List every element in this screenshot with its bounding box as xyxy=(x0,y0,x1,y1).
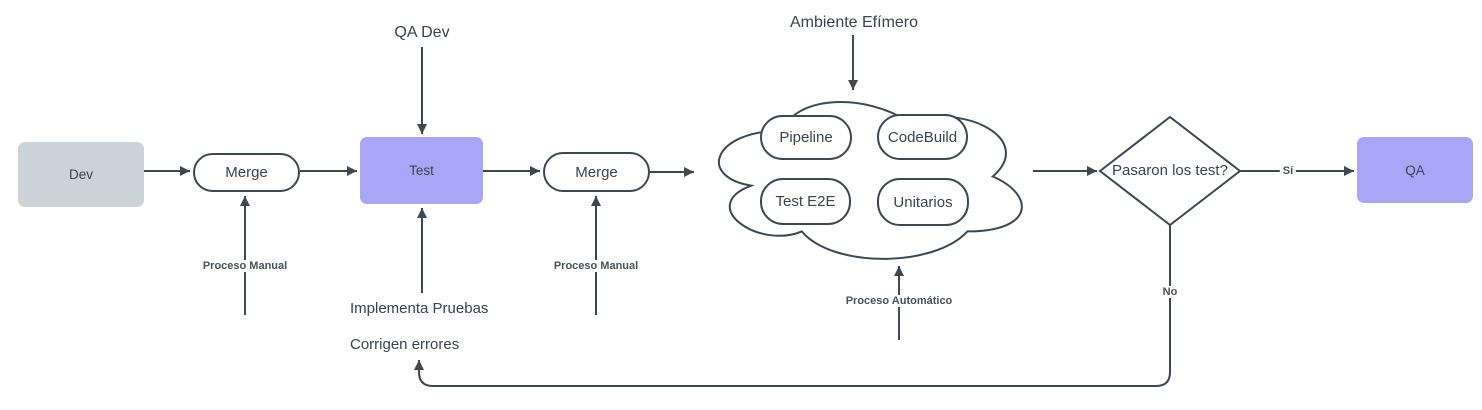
node-qa-label: QA xyxy=(1405,162,1425,178)
node-dev: Dev xyxy=(18,142,144,207)
annotation-ambiente-efimero: Ambiente Efímero xyxy=(789,14,919,31)
node-qa: QA xyxy=(1357,137,1473,203)
node-dev-label: Dev xyxy=(68,167,93,182)
edge-label-no: No xyxy=(1159,286,1181,298)
cloud-item-pipeline-label: Pipeline xyxy=(779,129,833,146)
edge-label-proceso-manual-2: Proceso Manual xyxy=(550,260,642,272)
edge-label-proceso-manual-1: Proceso Manual xyxy=(199,260,291,272)
node-merge-2: Merge xyxy=(543,152,650,192)
annotation-implementa-pruebas: Implementa Pruebas xyxy=(350,300,489,317)
node-test: Test xyxy=(360,137,483,204)
cloud-item-pipeline: Pipeline xyxy=(760,115,852,160)
annotation-corrigen-errores: Corrigen errores xyxy=(350,336,460,353)
edge-label-si: Sí xyxy=(1279,165,1297,177)
node-merge-2-label: Merge xyxy=(575,163,618,181)
connector-no-feedback-loop xyxy=(414,225,1171,387)
node-merge-1-label: Merge xyxy=(225,164,268,181)
node-merge-1: Merge xyxy=(193,153,300,192)
node-test-label: Test xyxy=(409,163,434,178)
edge-label-proceso-automatico: Proceso Automático xyxy=(842,295,956,307)
cloud-item-codebuild: CodeBuild xyxy=(877,114,968,160)
decision-label: Pasaron los test? xyxy=(1112,162,1228,180)
cloud-item-test-e2e: Test E2E xyxy=(760,178,851,225)
cloud-item-codebuild-label: CodeBuild xyxy=(887,128,958,146)
cloud-item-unitarios-label: Unitarios xyxy=(893,193,953,211)
annotation-qa-dev: QA Dev xyxy=(394,24,450,41)
cloud-item-unitarios: Unitarios xyxy=(877,178,969,226)
cloud-item-test-e2e-label: Test E2E xyxy=(775,193,836,210)
